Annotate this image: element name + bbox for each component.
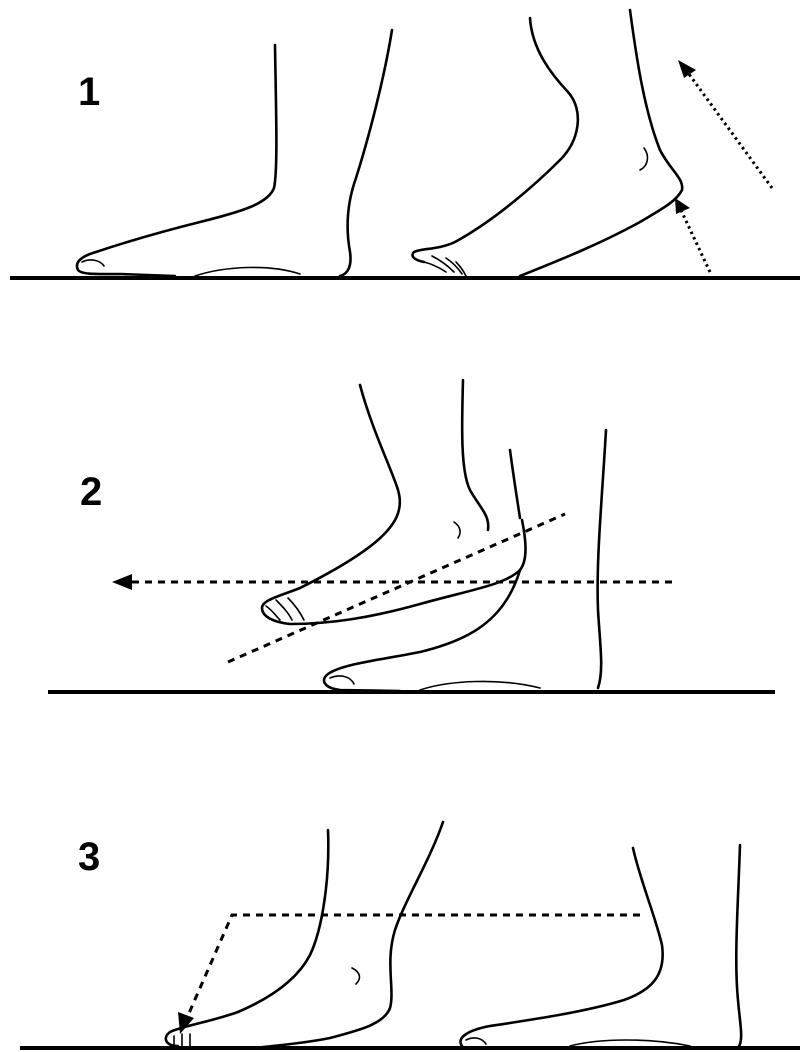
step-3-rear-foot (460, 845, 741, 1048)
step-1-lift-arrow-short (675, 198, 710, 272)
step-1-lift-arrow-long (678, 60, 772, 188)
step-3-forward-down-arrow (178, 915, 640, 1034)
step-2-panel: 2 (48, 380, 775, 692)
step-3-label: 3 (78, 835, 100, 879)
step-1-heel-raised-foot (412, 10, 682, 276)
step-3-landing-foot (166, 822, 443, 1048)
step-1-flat-foot (77, 30, 392, 276)
step-1-label: 1 (78, 70, 100, 114)
step-2-forward-arrow (112, 574, 672, 590)
step-2-swinging-foot (262, 380, 526, 624)
step-3-panel: 3 (20, 822, 800, 1048)
step-1-panel: 1 (10, 10, 800, 278)
step-2-label: 2 (80, 470, 102, 514)
